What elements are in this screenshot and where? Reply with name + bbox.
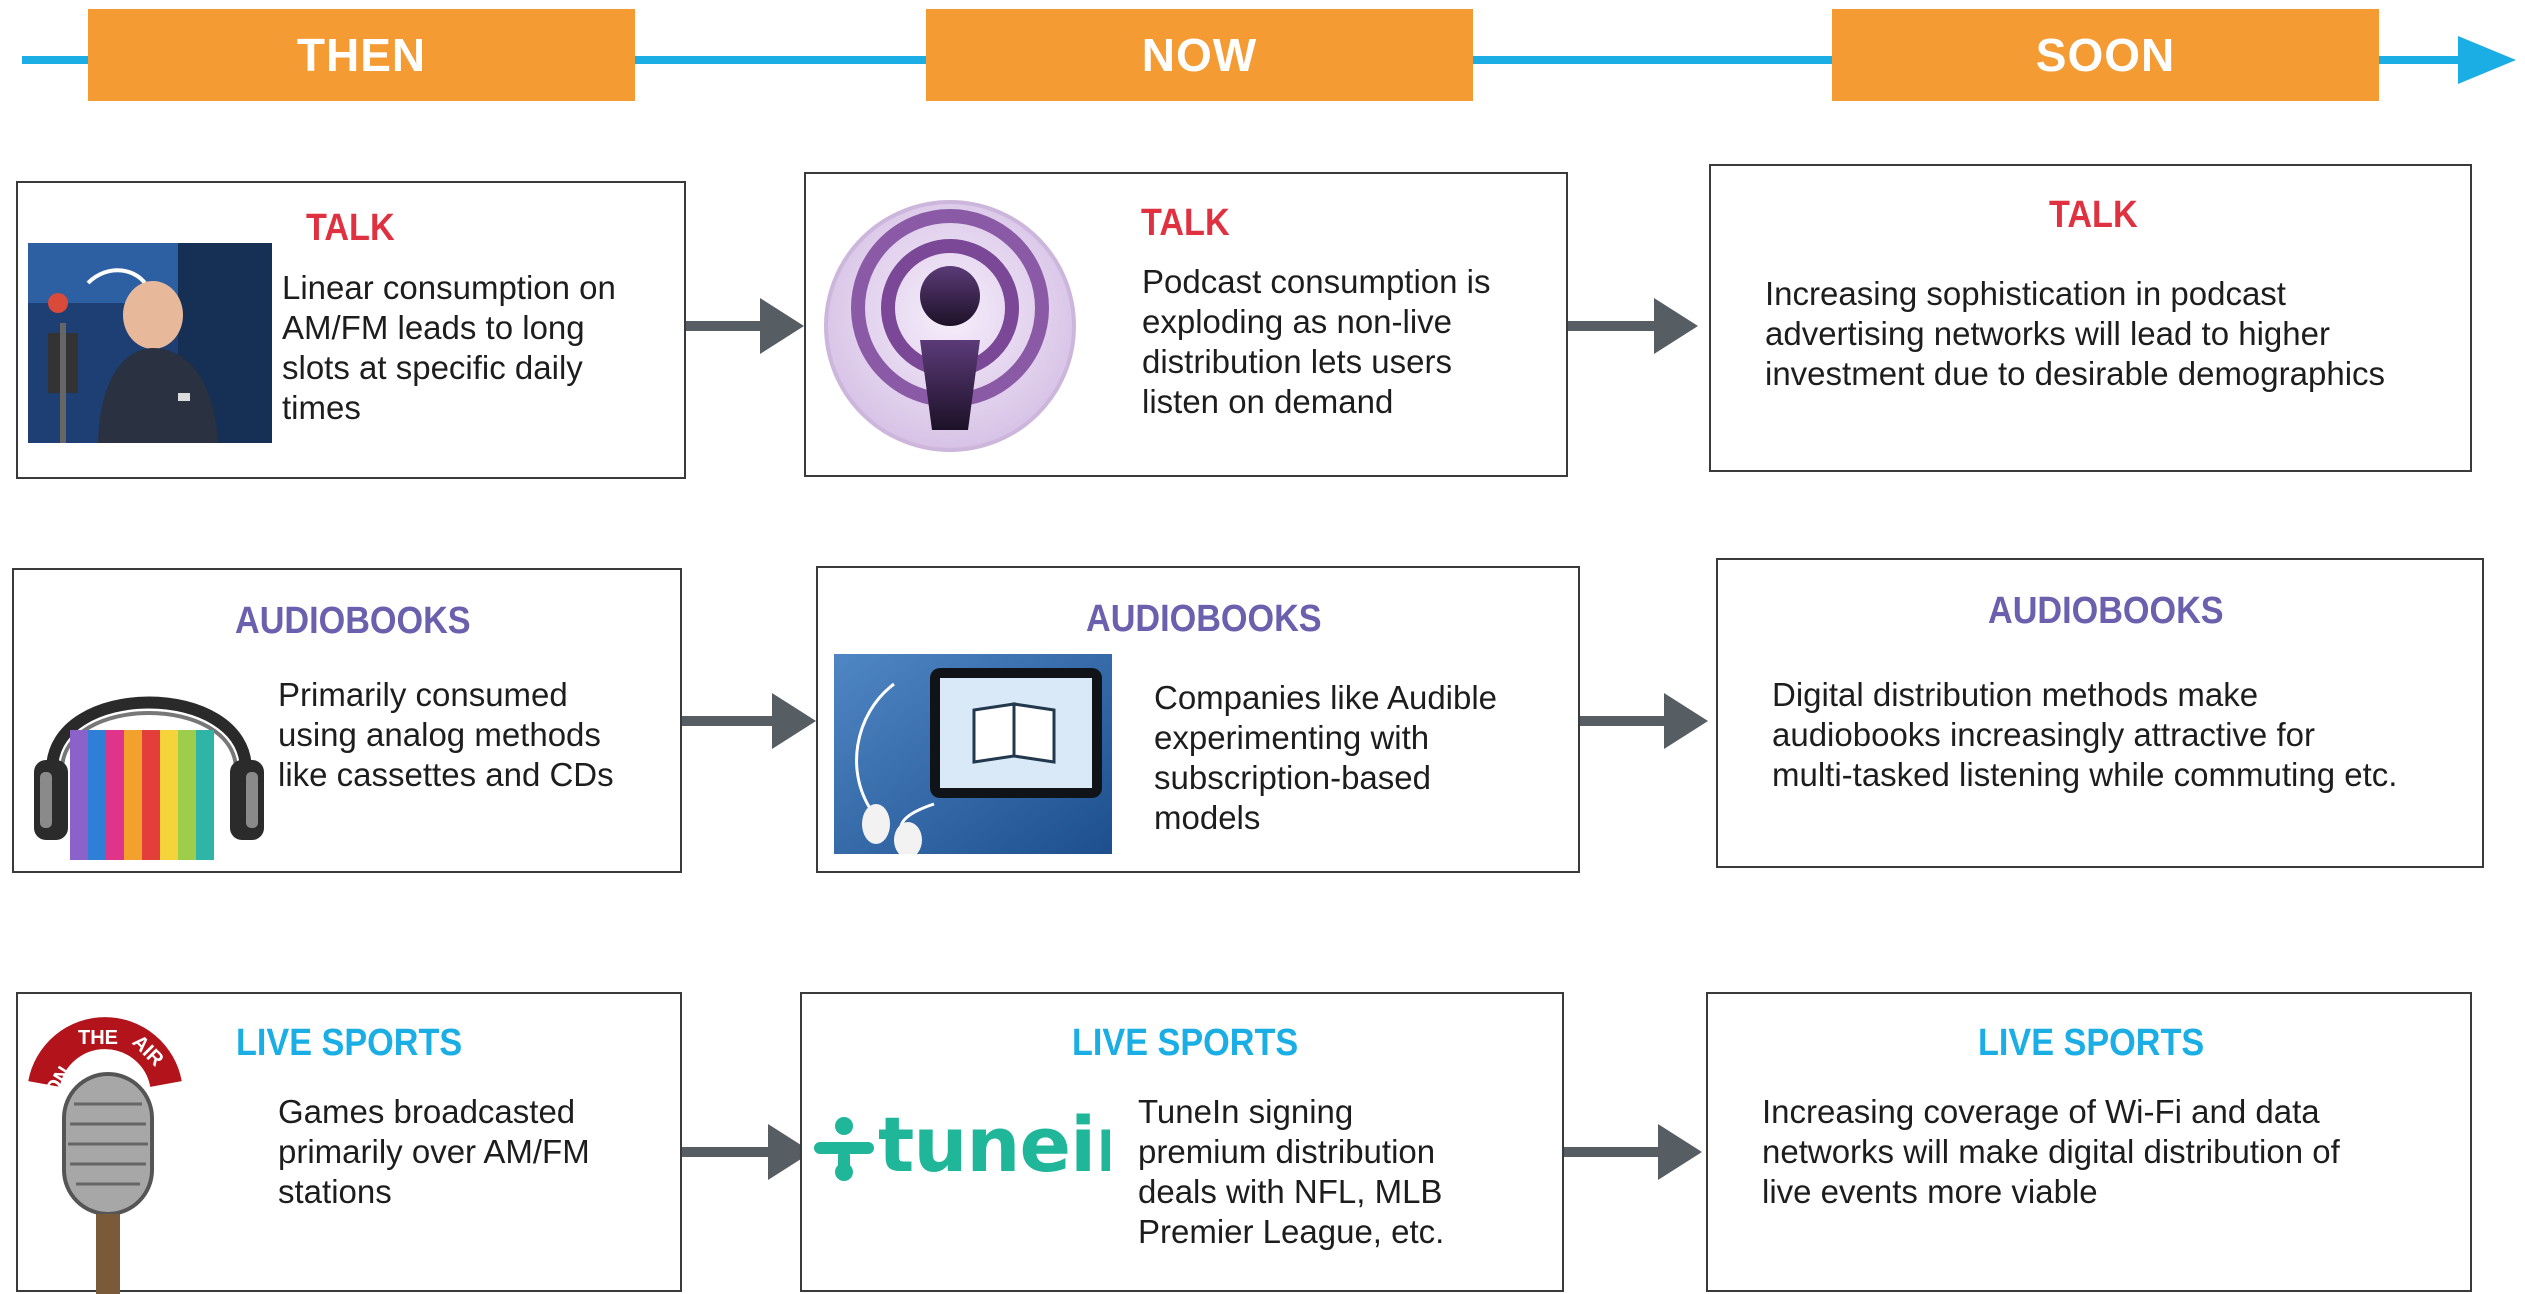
phase-then: THEN: [88, 9, 635, 101]
tunein-wordmark: tunein: [878, 1104, 1110, 1189]
audiobooks-then-text: Primarily consumed using analog methods …: [278, 676, 614, 793]
on-the-air-microphone: ON THE AIR: [26, 1014, 190, 1294]
live-sports-now-title: LIVE SPORTS: [1072, 1022, 1299, 1064]
live-sports-then-title: LIVE SPORTS: [236, 1022, 463, 1064]
audiobooks-now-title: AUDIOBOOKS: [1086, 598, 1322, 640]
live-sports-then-text: Games broadcasted primarily over AM/FM s…: [278, 1093, 590, 1210]
timeline-arrowhead: [2458, 36, 2516, 84]
talk-then-card: TALK Linear consumption on AM/FM leads t…: [16, 181, 686, 479]
tablet-earbuds-photo: [834, 654, 1112, 854]
talk-soon-text: Increasing sophistication in podcast adv…: [1765, 275, 2386, 392]
live-sports-soon-card: LIVE SPORTS Increasing coverage of Wi-Fi…: [1706, 992, 2472, 1292]
audiobooks-now-card: AUDIOBOOKS Companies like Audible experi…: [816, 566, 1580, 873]
audiobooks-now-text: Companies like Audible experimenting wit…: [1154, 679, 1498, 836]
connector-arrow: [682, 693, 817, 749]
radio-host-photo: [28, 243, 272, 443]
talk-then-text: Linear consumption on AM/FM leads to lon…: [282, 269, 616, 426]
podcast-icon: [822, 198, 1078, 454]
connector-arrow: [1568, 298, 1700, 354]
talk-now-text: Podcast consumption is exploding as non-…: [1142, 263, 1491, 420]
talk-now-title: TALK: [1141, 202, 1230, 244]
audiobooks-soon-title: AUDIOBOOKS: [1988, 590, 2224, 632]
live-sports-then-card: ON THE AIR LIVE SPORTS Games broadcasted…: [16, 992, 682, 1294]
headphones-books-icon: [24, 660, 274, 860]
talk-then-title: TALK: [306, 207, 395, 249]
phase-now: NOW: [926, 9, 1473, 101]
audiobooks-soon-card: AUDIOBOOKS Digital distribution methods …: [1716, 558, 2484, 868]
audiobooks-then-card: AUDIOBOOKS Primarily consumed using anal…: [12, 568, 682, 873]
live-sports-now-card: tunein LIVE SPORTS TuneIn signing premiu…: [800, 992, 1564, 1292]
tunein-logo: tunein: [810, 1104, 1110, 1194]
connector-arrow: [1564, 1124, 1706, 1180]
live-sports-soon-title: LIVE SPORTS: [1978, 1022, 2205, 1064]
svg-text:THE: THE: [78, 1027, 118, 1049]
audiobooks-then-title: AUDIOBOOKS: [235, 600, 471, 642]
live-sports-now-text: TuneIn signing premium distribution deal…: [1138, 1093, 1445, 1250]
connector-arrow: [682, 1124, 812, 1180]
phase-soon: SOON: [1832, 9, 2379, 101]
talk-soon-title: TALK: [2049, 194, 2138, 236]
connector-arrow: [1580, 693, 1708, 749]
audiobooks-soon-text: Digital distribution methods make audiob…: [1772, 676, 2398, 793]
live-sports-soon-text: Increasing coverage of Wi-Fi and data ne…: [1762, 1093, 2340, 1210]
talk-now-card: TALK Podcast consumption is exploding as…: [804, 172, 1568, 477]
connector-arrow: [686, 298, 804, 354]
talk-soon-card: TALK Increasing sophistication in podcas…: [1709, 164, 2472, 472]
